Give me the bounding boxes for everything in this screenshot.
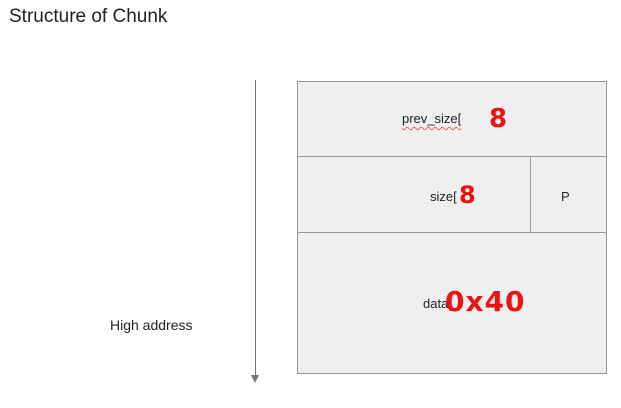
diagram-title: Structure of Chunk <box>9 6 168 27</box>
prev-inuse-flag-label: P <box>561 189 570 204</box>
size-label: size[ <box>430 189 457 204</box>
chunk-structure-box: prev_size[ 8 size[ 8 P data[ 0x40 <box>297 81 607 374</box>
data-label: data[ <box>423 296 452 311</box>
prev-size-label: prev_size[ <box>402 111 462 126</box>
prev-size-row: prev_size[ 8 <box>298 82 606 157</box>
address-direction-arrow <box>255 80 256 377</box>
size-handwritten-annotation: 8 <box>459 181 476 209</box>
size-row: size[ 8 P <box>298 157 606 233</box>
high-address-label: High address <box>110 317 193 333</box>
data-row: data[ 0x40 <box>298 233 606 373</box>
prev-inuse-flag-cell: P <box>530 157 606 232</box>
arrow-down-icon <box>251 375 259 383</box>
prev-size-handwritten-annotation: 8 <box>489 104 508 134</box>
data-handwritten-annotation: 0x40 <box>445 285 526 318</box>
